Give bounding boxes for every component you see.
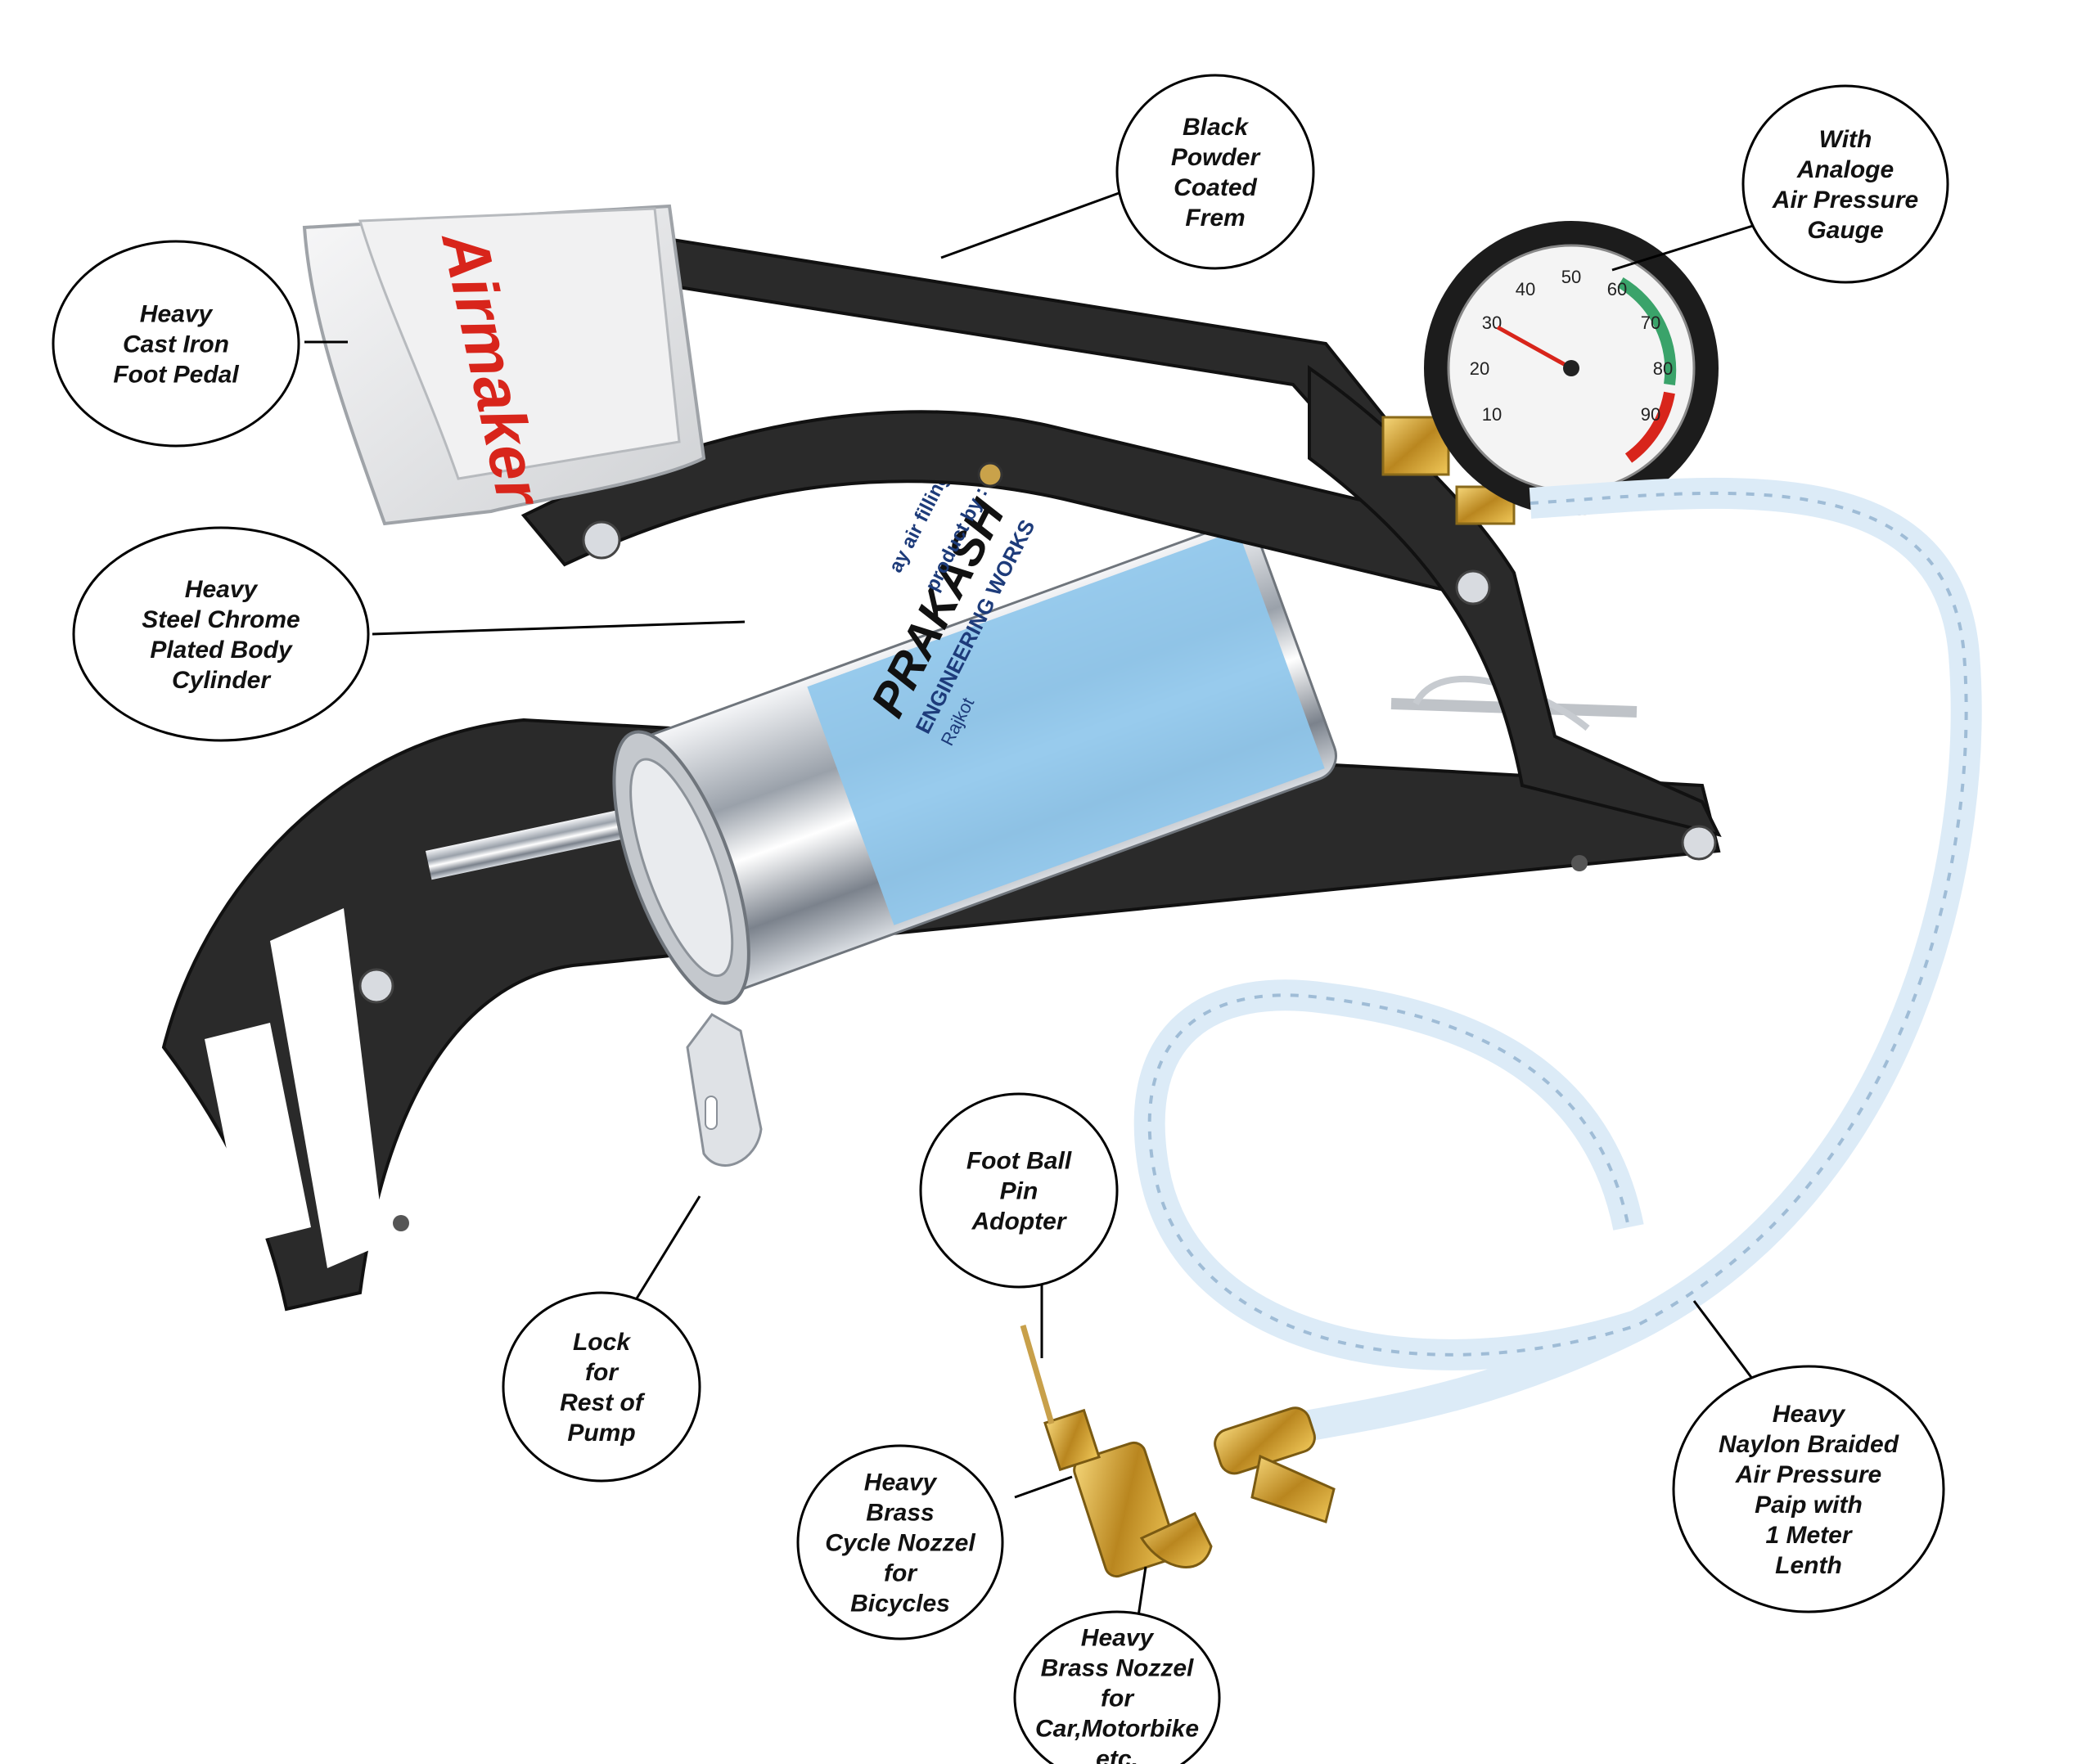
- bolt: [358, 968, 394, 1004]
- callout-line: 1 Meter: [1765, 1522, 1853, 1549]
- leader-cylinder: [372, 620, 746, 636]
- gauge-red-band: [1624, 391, 1675, 463]
- callout-line: Heavy: [1081, 1625, 1155, 1652]
- callout-line: Steel Chrome: [142, 606, 300, 633]
- chrome-cylinder: [612, 522, 1337, 1006]
- car-nozzle-clamp: [1139, 1512, 1213, 1568]
- callout-line: Gauge: [1807, 217, 1883, 244]
- air-hose: [1273, 477, 1982, 1447]
- callout-line: Pump: [567, 1420, 635, 1447]
- gauge-tick-label: 40: [1516, 279, 1535, 299]
- callout-line: Rest of: [560, 1389, 646, 1416]
- callout-line: Cylinder: [172, 667, 272, 694]
- bolt: [582, 520, 621, 560]
- cylinder-label: [807, 529, 1325, 925]
- bolt: [977, 461, 1003, 488]
- callout-line: Naylon Braided: [1719, 1431, 1899, 1458]
- callout-line: Foot Pedal: [113, 362, 239, 389]
- callout-line: Paip with: [1755, 1492, 1863, 1519]
- leader-car-nozzle: [1136, 1566, 1147, 1622]
- callout-line: etc.: [1096, 1746, 1138, 1764]
- foot-pedal: Airmaker: [302, 204, 706, 526]
- callout-line: Heavy: [1773, 1401, 1846, 1428]
- gauge-needle: [1496, 325, 1573, 371]
- bolt: [1571, 855, 1588, 871]
- callout-line: Foot Ball: [966, 1148, 1072, 1175]
- gauge-tick-label: 80: [1653, 358, 1673, 379]
- cycle-nozzle-tip: [1043, 1408, 1101, 1472]
- callout-line: Cast Iron: [123, 331, 229, 358]
- gauge-tick-label: 90: [1641, 404, 1660, 425]
- callout-line: Heavy: [185, 576, 259, 603]
- callout-line: Bicycles: [850, 1591, 950, 1618]
- gauge-tick-label: 50: [1561, 267, 1581, 287]
- bolt: [393, 1215, 409, 1231]
- gauge-green-band: [1617, 277, 1677, 385]
- callout-line: Coated: [1174, 174, 1257, 201]
- brass-nozzle: [1020, 1325, 1336, 1578]
- nozzle-lever: [1250, 1454, 1336, 1523]
- gauge-tick-label: 10: [1482, 404, 1502, 425]
- pump-illustration: PRAKASH ENGINEERING WORKS Rajkot product…: [161, 204, 1982, 1578]
- leader-pipe: [1692, 1300, 1757, 1384]
- callout-line: Lock: [573, 1329, 631, 1356]
- callout-line: Brass Nozzel: [1041, 1655, 1194, 1682]
- callout-line: Heavy: [864, 1469, 938, 1496]
- leader-lock: [628, 1195, 701, 1310]
- callout-line: Cycle Nozzel: [825, 1530, 975, 1557]
- bolt: [1455, 569, 1491, 605]
- callout-line: Adopter: [971, 1208, 1068, 1235]
- callout-line: Brass: [866, 1500, 934, 1527]
- callout-line: Frem: [1185, 205, 1245, 232]
- leader-cycle-nozzle: [1014, 1475, 1073, 1499]
- callout-line: With: [1819, 126, 1872, 153]
- callout-line: Pin: [1000, 1178, 1038, 1205]
- lock-slot: [705, 1096, 718, 1130]
- gauge-tick-label: 70: [1641, 313, 1660, 333]
- air-hose-loop: [1133, 979, 1644, 1370]
- bolt: [1681, 825, 1717, 861]
- callout-line: Plated Body: [150, 637, 293, 664]
- callout-line: Car,Motorbike: [1035, 1716, 1199, 1743]
- callout-line: for: [585, 1359, 619, 1386]
- callout-line: Air Pressure: [1735, 1461, 1881, 1488]
- base-frame-inner-cutout: [270, 908, 385, 1268]
- lock-tab: [686, 1013, 763, 1167]
- gauge-tick-label: 20: [1470, 358, 1489, 379]
- callout-line: Analoge: [1796, 156, 1894, 183]
- leader-gauge: [1611, 223, 1756, 272]
- leader-frame: [940, 191, 1122, 259]
- base-frame-slot: [205, 1023, 311, 1244]
- callout-line: Heavy: [140, 301, 214, 328]
- callout-line: for: [1101, 1685, 1135, 1712]
- callout-line: Air Pressure: [1772, 187, 1918, 214]
- gauge-tick-label: 60: [1607, 279, 1627, 299]
- callout-line: for: [884, 1560, 918, 1587]
- football-pin: [1020, 1325, 1055, 1424]
- callout-line: Lenth: [1775, 1552, 1842, 1579]
- callout-line: Black: [1183, 114, 1249, 141]
- callout-line: Powder: [1171, 144, 1262, 171]
